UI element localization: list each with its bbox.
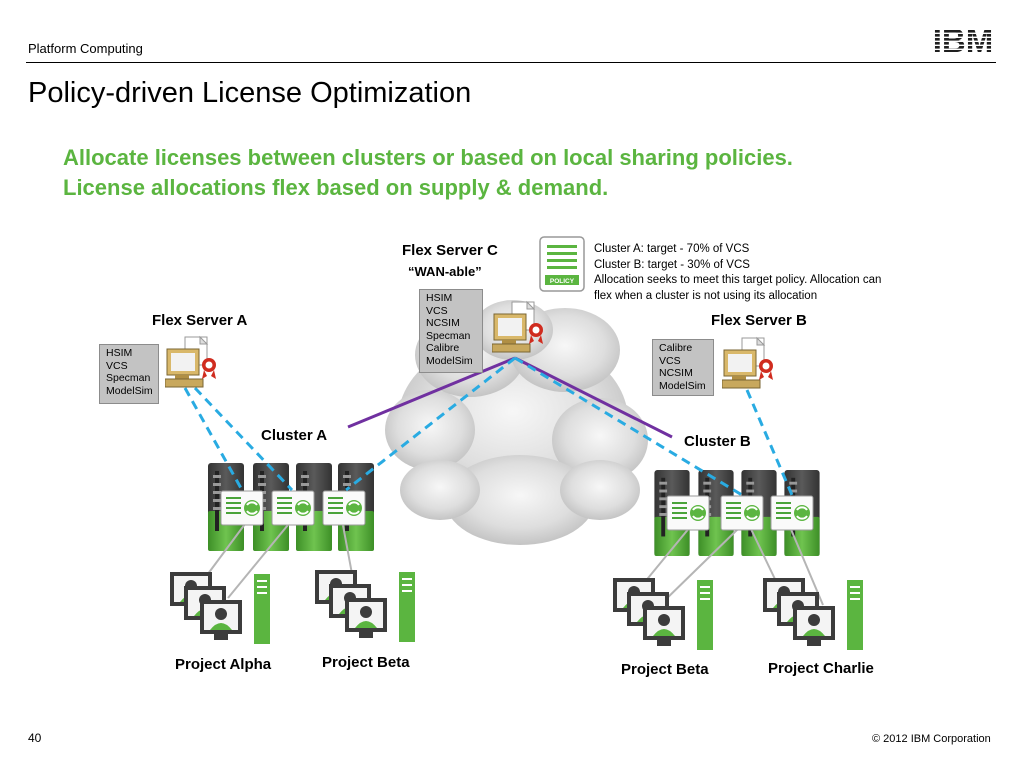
project-charlie-label: Project Charlie xyxy=(768,660,874,677)
page-number: 40 xyxy=(28,731,42,745)
flex-server-c-label: Flex Server C xyxy=(402,242,498,259)
license-item: ModelSim xyxy=(106,384,153,397)
subtitle-line-2: License allocations flex based on supply… xyxy=(63,175,609,200)
ibm-logo: IBM xyxy=(930,22,996,59)
license-item: ModelSim xyxy=(426,354,473,367)
license-item: NCSIM xyxy=(426,317,460,329)
header-divider xyxy=(26,62,996,63)
license-item: Specman xyxy=(106,372,151,384)
license-item: HSIM xyxy=(426,292,453,304)
license-item: VCS xyxy=(659,354,681,367)
flex-server-a-licenses: HSIM VCS Specman ModelSim xyxy=(99,344,159,404)
header-label: Platform Computing xyxy=(28,41,143,56)
policy-icon-label: POLICY xyxy=(550,278,575,285)
wan-link-cluster-a xyxy=(347,356,516,429)
license-item: Calibre xyxy=(659,342,693,354)
flex-server-a-computer xyxy=(165,336,217,388)
policy-line: Cluster B: target - 30% of VCS xyxy=(594,258,750,271)
policy-description: Cluster A: target - 70% of VCS Cluster B… xyxy=(594,242,881,304)
wan-link-cluster-b xyxy=(514,356,673,439)
subtitle-line-1: Allocate licenses between clusters or ba… xyxy=(63,145,793,170)
flex-server-a-label: Flex Server A xyxy=(152,312,248,329)
wan-able-label: “WAN-able” xyxy=(408,264,482,279)
policy-line: Allocation seeks to meet this target pol… xyxy=(594,274,882,286)
policy-icon: POLICY xyxy=(539,236,585,292)
page-title: Policy-driven License Optimization xyxy=(28,77,472,109)
flex-server-b-licenses: Calibre VCS NCSIM ModelSim xyxy=(652,339,714,396)
cluster-b-agents xyxy=(666,495,814,531)
license-item: Specman xyxy=(426,329,471,342)
license-item: HSIM xyxy=(106,347,133,359)
license-item: VCS xyxy=(426,304,448,317)
ibm-logo-text: IBM xyxy=(933,26,994,54)
flex-server-b-label: Flex Server B xyxy=(711,312,807,329)
project-charlie-users xyxy=(763,578,863,650)
policy-line: Cluster A: target - 70% of VCS xyxy=(594,243,750,255)
project-beta-label: Project Beta xyxy=(322,654,410,671)
cluster-a-label: Cluster A xyxy=(261,427,328,444)
license-item: VCS xyxy=(106,359,128,372)
license-item: ModelSim xyxy=(659,379,706,392)
license-item: NCSIM xyxy=(659,367,693,379)
cluster-a-agents xyxy=(220,490,366,526)
license-links xyxy=(183,356,794,497)
cluster-b-label: Cluster B xyxy=(684,433,751,450)
copyright: © 2012 IBM Corporation xyxy=(872,733,991,745)
project-beta-label-b: Project Beta xyxy=(621,661,709,678)
project-beta-users-b xyxy=(613,578,713,650)
license-item: Calibre xyxy=(426,342,460,354)
project-alpha-users xyxy=(170,572,270,644)
flex-server-b-computer xyxy=(722,337,774,389)
flex-server-c-licenses: HSIM VCS NCSIM Specman Calibre ModelSim xyxy=(419,289,483,373)
project-beta-users-a xyxy=(315,570,415,642)
project-alpha-label: Project Alpha xyxy=(175,656,272,673)
policy-line: flex when a cluster is not using its all… xyxy=(594,289,818,302)
